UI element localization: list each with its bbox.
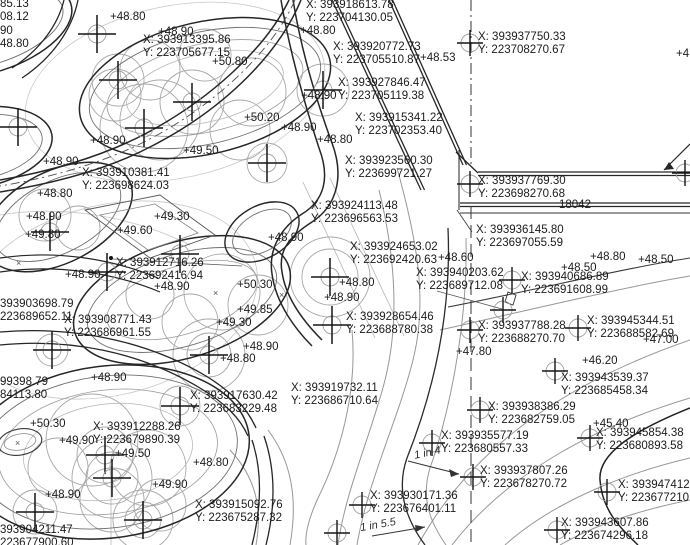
tree-position-cross-marker: [16, 493, 54, 531]
tree-position-cross-marker: [311, 258, 349, 296]
survey-point-marker: [544, 517, 570, 543]
survey-point-marker: [542, 358, 568, 384]
boundary-diagonals: [331, 0, 468, 191]
survey-point-marker: [577, 425, 603, 451]
survey-point-marker: [457, 171, 483, 197]
kerb-lines: [0, 0, 339, 545]
small-x-mark: ×: [279, 290, 284, 300]
tree-position-cross-marker: [161, 235, 199, 273]
wall-structure: [455, 143, 690, 306]
survey-point-marker: [457, 317, 483, 343]
tree-position-cross-marker: [173, 83, 211, 121]
survey-point-marker: [499, 267, 525, 293]
survey-point-marker: [349, 492, 375, 518]
tree-position-cross-marker: [0, 108, 37, 146]
survey-markers-layer: × × × ×: [0, 15, 690, 545]
survey-point-marker: [460, 464, 486, 490]
tree-position-cross-marker: [124, 501, 162, 539]
small-x-mark: ×: [15, 438, 20, 448]
dashed-lines: [0, 0, 472, 545]
slope-arrows: [371, 460, 460, 537]
tree-position-cross-marker: [125, 109, 163, 147]
tree-position-cross-marker: [33, 331, 71, 369]
survey-point-marker: [565, 315, 591, 341]
tree-position-cross-marker: [93, 459, 131, 497]
tree-position-cross-marker: [190, 336, 228, 374]
survey-point-marker: [672, 160, 690, 186]
dimension-text: 18042: [559, 199, 591, 211]
tree-position-cross-marker: [88, 253, 126, 291]
tree-position-cross-marker: [313, 306, 351, 344]
construction-lines: [110, 177, 405, 545]
survey-point-marker: [467, 397, 493, 423]
dark-contours: [401, 227, 690, 545]
survey-point-marker: [457, 30, 483, 56]
tree-position-cross-marker: [31, 213, 69, 251]
small-x-mark: ×: [16, 258, 21, 268]
survey-point-marker: [324, 520, 350, 545]
survey-point-marker: [419, 430, 445, 456]
tree-position-cross-marker: [161, 387, 199, 425]
tree-position-cross-marker: [304, 71, 342, 109]
tree-position-cross-marker: [78, 15, 116, 53]
small-x-mark: ×: [213, 288, 218, 298]
contour-lines: [229, 167, 690, 545]
leader-origin-dot: [109, 256, 113, 260]
survey-point-marker: [594, 479, 620, 505]
tree-position-cross-marker: [248, 144, 286, 182]
planting-bed-outlines: [0, 0, 332, 540]
survey-point-marker: [490, 297, 516, 323]
tree-position-cross-marker: [86, 436, 124, 474]
tree-position-cross-marker: [99, 61, 137, 99]
